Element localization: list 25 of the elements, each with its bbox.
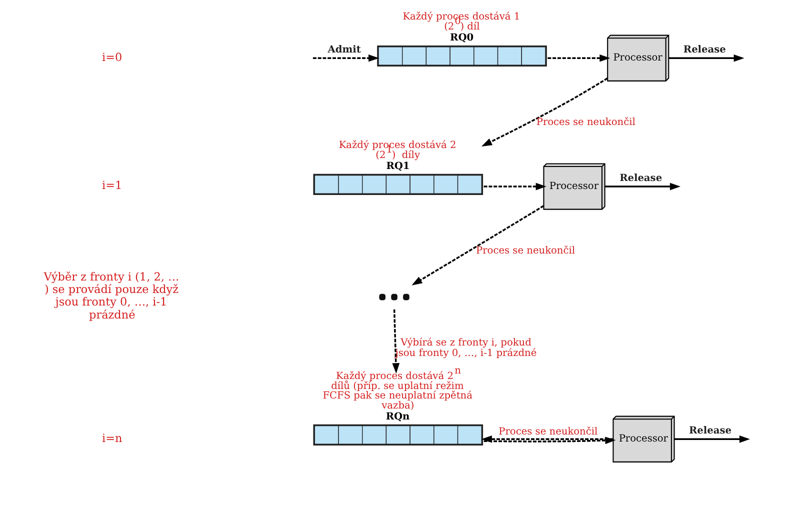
arrow	[480, 434, 613, 442]
edge-label: Admit	[327, 44, 360, 56]
node-label: RQn	[385, 411, 410, 422]
arrow	[411, 204, 544, 285]
edge-label: Proces se neukončil	[476, 244, 575, 256]
arrow	[674, 434, 750, 442]
label: i=1	[102, 178, 122, 192]
edge-label: Proces se neukončil	[536, 116, 635, 128]
label: i=n	[102, 431, 122, 444]
arrow	[668, 54, 744, 62]
node-label: RQ0	[450, 32, 474, 44]
edge-label: Výbírá se z fronty i, pokud jsou fronty 0, …, i-1 prázdné	[394, 336, 536, 358]
edge-label: Release	[688, 425, 732, 436]
arrow	[547, 54, 610, 62]
arrow	[480, 77, 608, 146]
label: Výběr z fronty i (1, 2, … ) se provádí pouze když jsou fronty 0, …, i-1 prázdné	[43, 270, 179, 321]
arrow	[312, 54, 379, 62]
label: i=0	[102, 50, 122, 64]
edge-label: Proces se neukončil	[498, 426, 598, 437]
arrow	[483, 182, 546, 190]
edge-label: Release	[682, 44, 726, 56]
edge-label: Release	[619, 172, 662, 184]
arrow	[604, 182, 680, 190]
node-label: RQ1	[386, 160, 410, 172]
arrow	[392, 308, 400, 374]
